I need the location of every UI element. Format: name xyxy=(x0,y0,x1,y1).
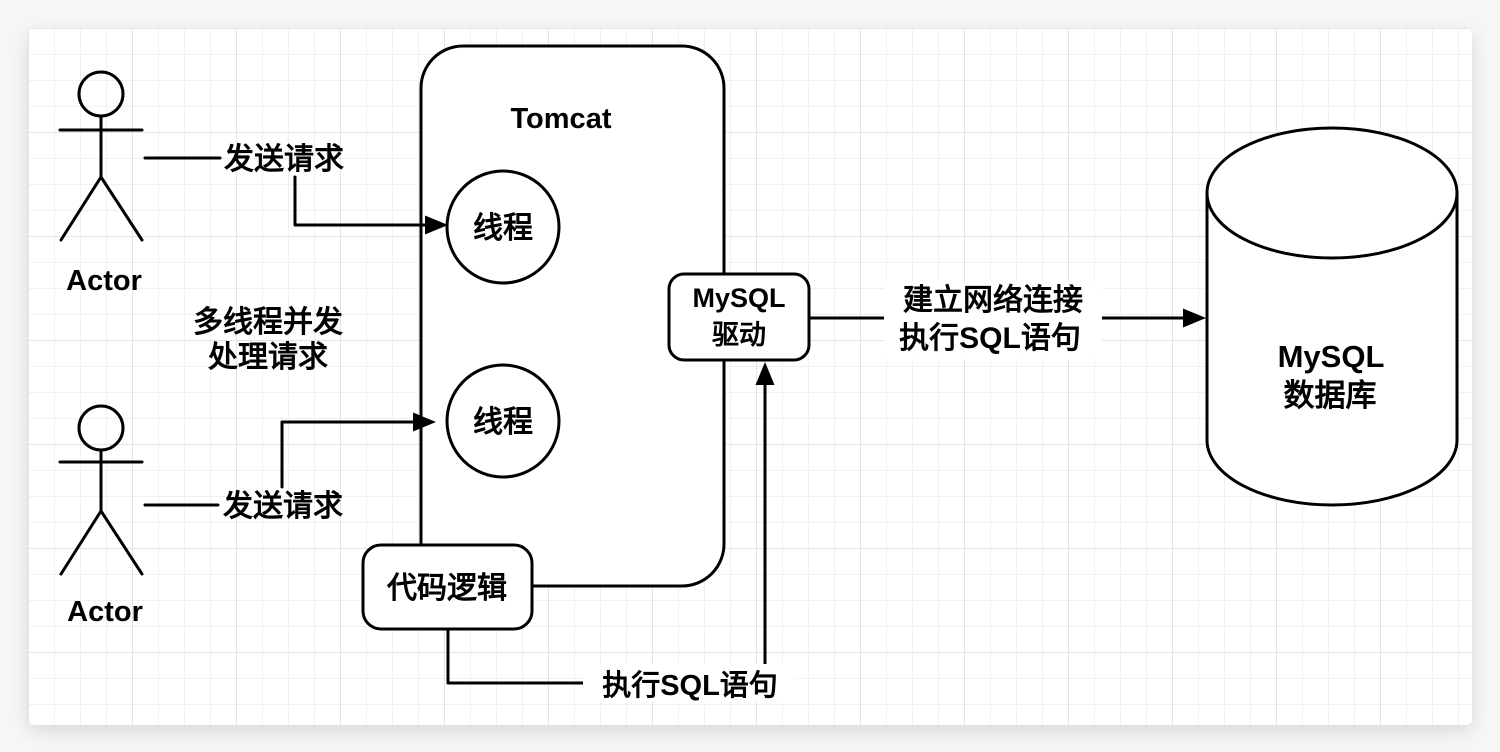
actor-bottom-head-icon xyxy=(77,404,125,452)
thread-label-top: 线程 xyxy=(473,212,533,245)
thread-node-top[interactable]: 线程 xyxy=(445,169,561,285)
mysql-driver-label1: MySQL xyxy=(692,283,785,313)
edge-network-connect-label-bg xyxy=(884,281,1102,359)
actor-top-label: Actor xyxy=(66,265,142,297)
mysql-driver-rect[interactable] xyxy=(667,272,811,362)
mysql-driver-label2: 驱动 xyxy=(712,320,766,350)
arrowhead-up-icon xyxy=(755,362,775,385)
code-logic-rect[interactable] xyxy=(361,543,534,631)
database-label1: MySQL xyxy=(1278,339,1385,374)
edge-send-request-bottom[interactable]: 发送请求 xyxy=(143,412,436,524)
code-logic-box[interactable]: 代码逻辑 xyxy=(361,543,534,631)
edge-send-request-top-label: 发送请求 xyxy=(223,143,344,176)
actor-top-leg-left xyxy=(59,175,103,242)
actor-bottom-leg-right xyxy=(99,509,144,576)
cylinder-body[interactable] xyxy=(1205,193,1459,507)
thread-circle-top[interactable] xyxy=(445,169,561,285)
code-logic-label: 代码逻辑 xyxy=(386,572,507,605)
arrowhead-right-icon xyxy=(425,215,448,235)
edge-send-request-top-line xyxy=(293,175,428,227)
mysql-driver-box[interactable]: MySQL 驱动 xyxy=(667,272,811,362)
edge-network-connect[interactable]: 建立网络连接 执行SQL语句 xyxy=(807,281,1206,359)
thread-node-bottom[interactable]: 线程 xyxy=(445,363,561,479)
edge-send-request-bottom-line xyxy=(280,420,416,489)
actor-bottom-leg-left xyxy=(59,509,103,576)
actor-top-head-icon xyxy=(77,70,125,118)
arrowhead-right-icon xyxy=(1183,308,1206,328)
actor-top-leg-right xyxy=(99,175,144,242)
tomcat-title: Tomcat xyxy=(511,103,612,135)
actor-bottom-label: Actor xyxy=(67,596,143,628)
edge-execute-sql-label: 执行SQL语句 xyxy=(602,669,778,702)
arrowhead-right-icon xyxy=(413,412,436,432)
note-multithread[interactable]: 多线程并发 处理请求 xyxy=(193,306,343,374)
thread-label-bottom: 线程 xyxy=(473,406,533,439)
note-multithread-line2: 处理请求 xyxy=(207,341,328,374)
edge-send-request-bottom-label: 发送请求 xyxy=(222,490,343,523)
actor-top[interactable]: Actor xyxy=(58,70,144,297)
database-label2: 数据库 xyxy=(1284,378,1377,413)
cylinder-top[interactable] xyxy=(1205,126,1459,260)
edge-network-connect-label1: 建立网络连接 xyxy=(903,283,1083,317)
edge-network-connect-label2: 执行SQL语句 xyxy=(899,322,1081,355)
actor-bottom[interactable]: Actor xyxy=(58,404,144,628)
note-multithread-line1: 多线程并发 xyxy=(193,306,343,339)
edge-execute-sql[interactable]: 执行SQL语句 xyxy=(446,362,795,702)
edge-send-request-top[interactable]: 发送请求 xyxy=(143,143,448,235)
mysql-database-cylinder[interactable]: MySQL 数据库 xyxy=(1205,126,1459,507)
thread-circle-bottom[interactable] xyxy=(445,363,561,479)
edge-execute-sql-label-bg xyxy=(583,664,795,702)
